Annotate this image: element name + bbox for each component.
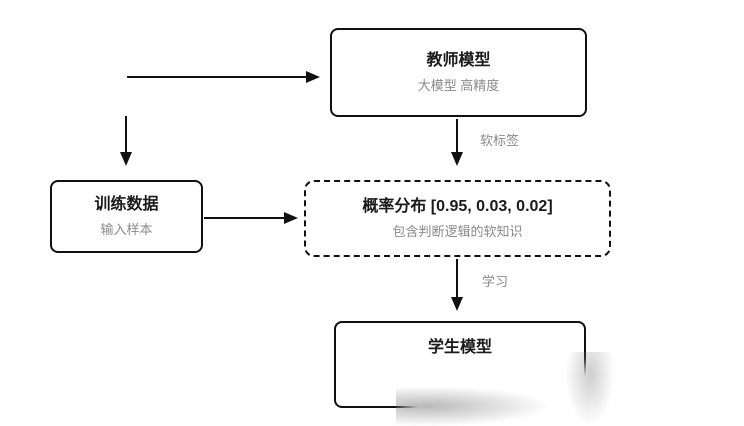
arrow-probability-to-student-head-icon	[451, 297, 463, 311]
teacher-model-node: 教师模型 大模型 高精度	[330, 28, 587, 117]
artifact-smudge	[396, 388, 561, 426]
probability-distribution-node: 概率分布 [0.95, 0.03, 0.02] 包含判断逻辑的软知识	[304, 180, 611, 257]
arrow-teacher-to-probability-head-icon	[451, 152, 463, 166]
soft-label-edge-label: 软标签	[480, 133, 520, 148]
arrow-into-teacher-head-icon	[306, 71, 320, 83]
arrow-into-training-data-head-icon	[120, 152, 132, 166]
arrow-training-to-probability-head-icon	[284, 212, 298, 224]
probability-distribution-subtitle: 包含判断逻辑的软知识	[392, 224, 523, 239]
learning-edge-label: 学习	[482, 274, 509, 289]
arrow-into-training-data-line	[125, 116, 127, 153]
probability-distribution-title: 概率分布 [0.95, 0.03, 0.02]	[362, 198, 553, 215]
teacher-model-subtitle: 大模型 高精度	[417, 78, 500, 93]
arrow-into-teacher-line	[127, 76, 307, 78]
student-model-title: 学生模型	[427, 339, 492, 356]
arrow-teacher-to-probability-line	[456, 119, 458, 153]
training-data-subtitle: 输入样本	[100, 222, 153, 237]
artifact-border-fade-right	[577, 358, 591, 413]
training-data-title: 训练数据	[94, 196, 159, 213]
training-data-node: 训练数据 输入样本	[50, 180, 203, 253]
artifact-smudge	[565, 352, 615, 426]
teacher-model-title: 教师模型	[426, 52, 491, 69]
arrow-training-to-probability-line	[204, 217, 285, 219]
arrow-probability-to-student-line	[456, 259, 458, 298]
